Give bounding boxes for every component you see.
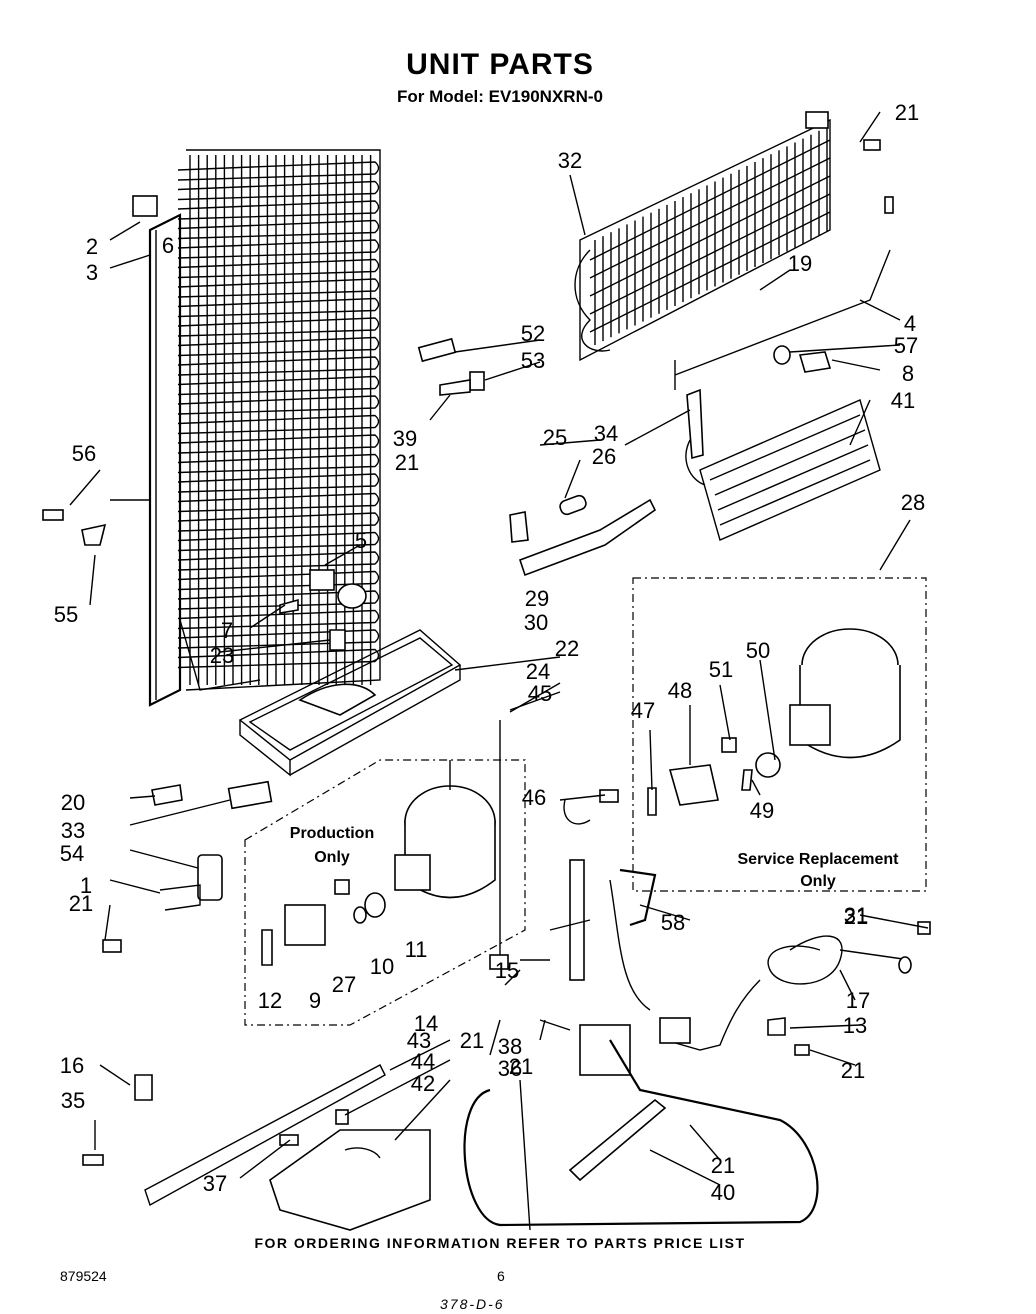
callout-44: 44 — [411, 1049, 435, 1074]
evaporator-coil — [574, 111, 891, 390]
page-title: UNIT PARTS — [406, 48, 594, 81]
callout-11: 11 — [405, 937, 428, 962]
callout-21: 21 — [509, 1054, 533, 1079]
callout-32: 32 — [558, 148, 582, 173]
callout-10: 10 — [370, 954, 394, 979]
production-only-box: Production Only — [244, 720, 526, 1026]
callout-28: 28 — [901, 490, 925, 515]
callout-14: 14 — [414, 1011, 438, 1036]
callout-numbers: 1234567891011121314151617192021212121212… — [54, 100, 925, 1205]
callout-46: 46 — [522, 785, 546, 810]
model-subtitle: For Model: EV190NXRN-0 — [397, 87, 603, 106]
callout-31: 31 — [844, 903, 868, 928]
callout-56: 56 — [72, 441, 96, 466]
callout-15: 15 — [495, 958, 519, 983]
callout-4: 4 — [904, 311, 916, 336]
callout-23: 23 — [210, 643, 234, 668]
callout-2: 2 — [86, 234, 98, 259]
document-number: 879524 — [60, 1268, 107, 1284]
callout-9: 9 — [309, 988, 321, 1013]
callout-58: 58 — [661, 910, 685, 935]
callout-35: 35 — [61, 1088, 85, 1113]
callout-43: 43 — [407, 1028, 431, 1053]
callout-7: 7 — [221, 618, 233, 643]
callout-51: 51 — [709, 657, 733, 682]
callout-55: 55 — [54, 602, 78, 627]
callout-39: 39 — [393, 426, 417, 451]
callout-27: 27 — [332, 972, 356, 997]
callout-49: 49 — [750, 798, 774, 823]
callout-34: 34 — [594, 421, 618, 446]
callout-42: 42 — [411, 1071, 435, 1096]
callout-57: 57 — [894, 333, 918, 358]
callout-16: 16 — [60, 1053, 84, 1078]
service-replacement-box: Service Replacement Only — [632, 577, 927, 892]
drain-pan — [238, 629, 462, 777]
callout-47: 47 — [631, 698, 655, 723]
callout-48: 48 — [668, 678, 692, 703]
callout-25: 25 — [543, 425, 567, 450]
production-label-line2: Only — [314, 849, 350, 866]
callout-21: 21 — [711, 1153, 735, 1178]
callout-3: 3 — [86, 260, 98, 285]
callout-21: 21 — [844, 904, 868, 929]
callout-21: 21 — [895, 100, 919, 125]
callout-1: 1 — [80, 873, 92, 898]
small-parts — [42, 195, 704, 651]
callout-38: 38 — [498, 1034, 522, 1059]
leader-lines — [69, 111, 929, 1231]
callout-40: 40 — [711, 1180, 735, 1205]
ordering-note: FOR ORDERING INFORMATION REFER TO PARTS … — [254, 1235, 746, 1251]
service-label-line2: Only — [800, 873, 836, 890]
production-label-line1: Production — [290, 825, 374, 842]
callout-50: 50 — [746, 638, 770, 663]
callout-29: 29 — [525, 586, 549, 611]
callout-12: 12 — [258, 988, 282, 1013]
callout-21: 21 — [841, 1058, 865, 1083]
callout-41: 41 — [891, 388, 915, 413]
callout-21: 21 — [395, 450, 419, 475]
handwritten-note: 378-D-6 — [440, 1296, 505, 1312]
callout-33: 33 — [61, 818, 85, 843]
callout-36: 36 — [498, 1056, 522, 1081]
callout-45: 45 — [528, 681, 552, 706]
callout-24: 24 — [526, 659, 550, 684]
page-number: 6 — [497, 1268, 505, 1284]
callout-19: 19 — [788, 251, 812, 276]
lower-parts — [82, 139, 931, 1231]
callout-52: 52 — [521, 321, 545, 346]
callout-22: 22 — [555, 636, 579, 661]
callout-5: 5 — [355, 528, 367, 553]
condenser-coil — [148, 149, 381, 707]
callout-20: 20 — [61, 790, 85, 815]
callout-37: 37 — [203, 1171, 227, 1196]
callout-21: 21 — [69, 891, 93, 916]
callout-8: 8 — [902, 361, 914, 386]
callout-26: 26 — [592, 444, 616, 469]
callout-53: 53 — [521, 348, 545, 373]
callout-30: 30 — [524, 610, 548, 635]
callout-21: 21 — [460, 1028, 484, 1053]
callout-13: 13 — [843, 1013, 867, 1038]
callout-6: 6 — [162, 233, 174, 258]
callout-54: 54 — [60, 841, 84, 866]
coil-41 — [685, 399, 881, 541]
service-label-line1: Service Replacement — [738, 851, 900, 868]
callout-17: 17 — [846, 988, 870, 1013]
